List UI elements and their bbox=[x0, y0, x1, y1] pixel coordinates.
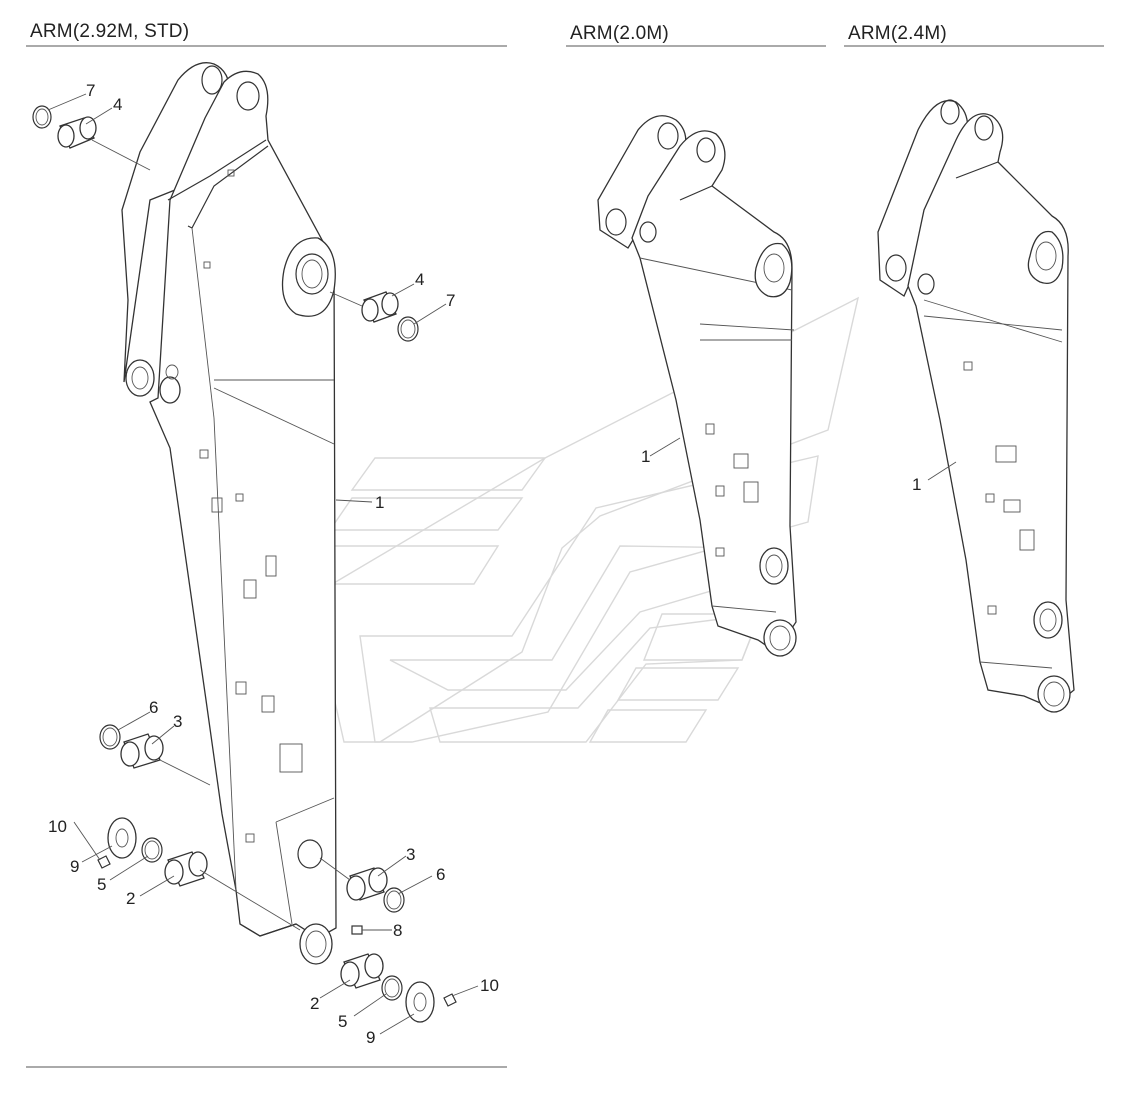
arm-std-body bbox=[121, 62, 337, 965]
arm-2-0m-body bbox=[597, 115, 797, 657]
header-arm-2-0m: ARM(2.0M) bbox=[570, 23, 669, 44]
callout-7: 7 bbox=[86, 81, 95, 100]
callout-6: 6 bbox=[436, 865, 445, 884]
arm-std-leaders bbox=[47, 93, 479, 1035]
callout-10: 10 bbox=[480, 976, 499, 995]
callout-6: 6 bbox=[149, 698, 158, 717]
arm-2-4m-body bbox=[877, 99, 1075, 713]
callout-3: 3 bbox=[173, 712, 182, 731]
callout-3: 3 bbox=[406, 845, 415, 864]
header-arm-2-4m: ARM(2.4M) bbox=[848, 23, 947, 44]
callout-5: 5 bbox=[97, 875, 106, 894]
callout-8: 8 bbox=[393, 921, 402, 940]
callout-5: 5 bbox=[338, 1012, 347, 1031]
arm-std-bushings bbox=[32, 105, 457, 1023]
header-underlines bbox=[26, 45, 1104, 1068]
callout-1: 1 bbox=[375, 493, 384, 512]
callout-labels: 7 4 4 7 1 1 1 6 3 10 9 5 2 3 6 8 2 5 9 1… bbox=[48, 81, 921, 1047]
callout-9: 9 bbox=[366, 1028, 375, 1047]
callout-4: 4 bbox=[415, 270, 424, 289]
callout-7: 7 bbox=[446, 291, 455, 310]
callout-2: 2 bbox=[310, 994, 319, 1013]
callout-9: 9 bbox=[70, 857, 79, 876]
callout-10: 10 bbox=[48, 817, 67, 836]
callout-1: 1 bbox=[641, 447, 650, 466]
callout-1: 1 bbox=[912, 475, 921, 494]
header-arm-std: ARM(2.92M, STD) bbox=[30, 21, 190, 42]
callout-4: 4 bbox=[113, 95, 122, 114]
callout-2: 2 bbox=[126, 889, 135, 908]
